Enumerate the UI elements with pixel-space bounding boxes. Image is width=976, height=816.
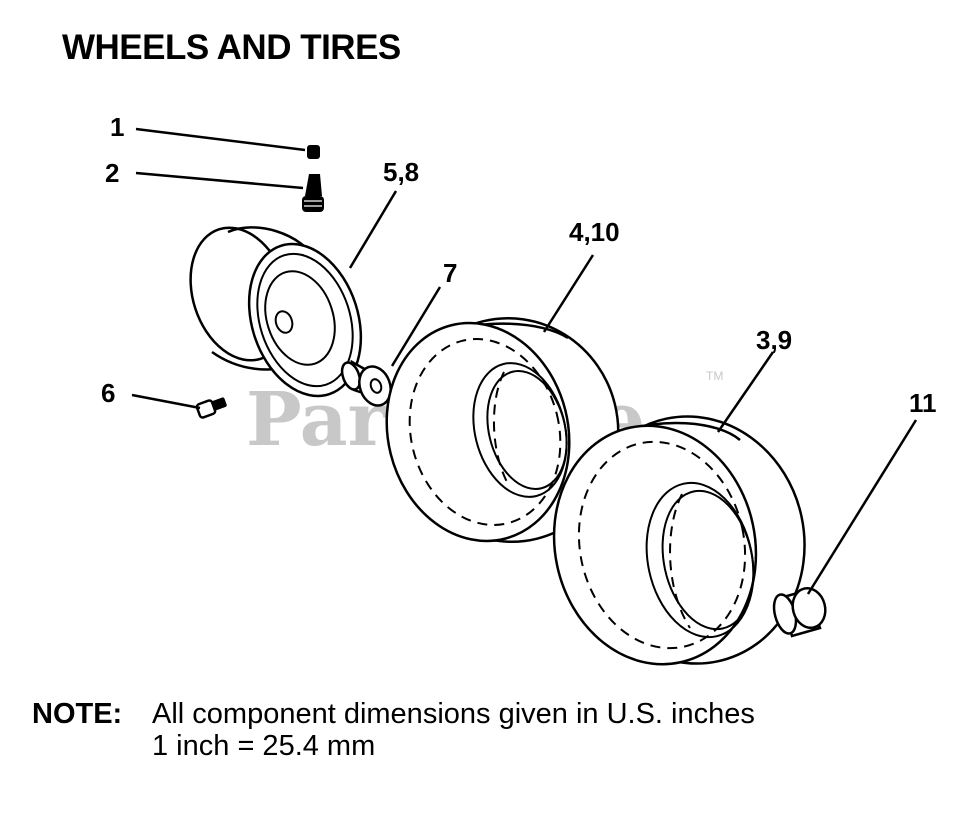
leader-line-7: [390, 286, 442, 367]
callout-58[interactable]: 5,8: [383, 157, 419, 187]
callout-11[interactable]: 11: [909, 388, 937, 418]
leader-line-6: [131, 393, 201, 410]
leader-line-11: [806, 419, 918, 595]
grease-fitting-part[interactable]: [195, 397, 227, 419]
wheel-rim-part[interactable]: [174, 215, 379, 411]
rear-tire-part[interactable]: [532, 395, 827, 684]
callout-39[interactable]: 3,9: [756, 325, 792, 355]
callout-6[interactable]: 6: [101, 378, 115, 408]
valve-cap-part[interactable]: [307, 145, 320, 159]
note-line-2: 1 inch = 25.4 mm: [152, 730, 376, 762]
page-title: WHEELS AND TIRES: [62, 28, 401, 67]
valve-stem-part[interactable]: [302, 174, 324, 212]
leader-line-1: [135, 127, 306, 152]
leader-line-58: [348, 190, 398, 269]
callout-1[interactable]: 1: [110, 112, 124, 142]
callout-7[interactable]: 7: [443, 258, 457, 288]
bushing-part[interactable]: [339, 359, 396, 410]
note-line-1: All component dimensions given in U.S. i…: [152, 698, 755, 730]
hub-cap-part[interactable]: [770, 585, 829, 638]
leader-line-39: [716, 351, 775, 433]
watermark-tm: TM: [706, 369, 723, 383]
leader-line-2: [135, 171, 304, 190]
note-label: NOTE:: [32, 698, 123, 730]
callout-410[interactable]: 4,10: [569, 217, 620, 247]
leader-line-410: [542, 254, 595, 333]
callout-2[interactable]: 2: [105, 158, 119, 188]
